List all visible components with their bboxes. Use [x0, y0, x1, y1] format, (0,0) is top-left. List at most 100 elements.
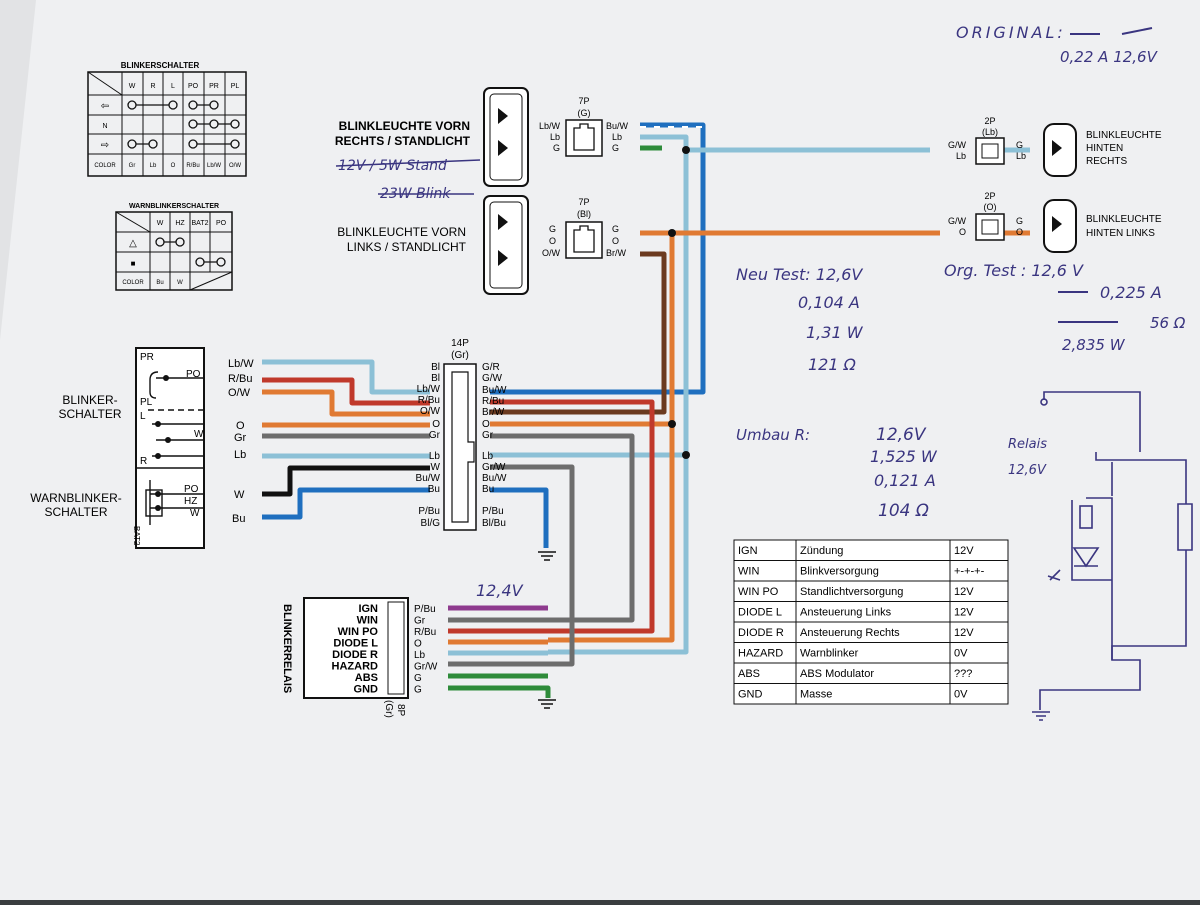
- connector-color: (Bl): [577, 209, 591, 219]
- color-lb: Lb: [150, 163, 157, 169]
- relay-label: BLINKERRELAIS: [281, 604, 293, 693]
- blinkerschalter-table: BLINKERSCHALTER W R L PO PR PL ⇦ N ⇨ COL…: [87, 61, 247, 177]
- pin-table-desc: Standlichtversorgung: [800, 586, 903, 598]
- header-po: PO: [216, 220, 227, 227]
- pin-label: Lb: [429, 451, 441, 462]
- wire-gr-w: [520, 464, 575, 667]
- pin-label: Bu: [482, 484, 494, 495]
- pin-table-value: 0V: [954, 648, 968, 660]
- connector-id: 7P: [578, 96, 589, 106]
- pin-table-desc: Ansteuerung Rechts: [800, 627, 900, 639]
- front-left-lamp: BLINKLEUCHTE VORN LINKS / STANDLICHT: [337, 195, 529, 295]
- wire-label: G: [414, 685, 422, 696]
- lamp-label: BLINKLEUCHTE VORN: [337, 225, 466, 239]
- pin-table-desc: Blinkversorgung: [800, 566, 879, 578]
- pin-label: G: [549, 224, 556, 234]
- pin-table-pin: DIODE L: [738, 607, 782, 619]
- note-org-test: 0,225 A: [1100, 283, 1162, 302]
- wire-label: Gr/W: [414, 662, 438, 673]
- wire-label: O: [414, 639, 422, 650]
- pin-table-pin: ABS: [738, 668, 760, 680]
- pin-label: O/W: [542, 248, 561, 258]
- switch-state-dots: [127, 100, 240, 149]
- relay-pin-label: HAZARD: [332, 661, 378, 673]
- wire-label: Lb: [414, 650, 426, 661]
- pin-table-pin: IGN: [738, 545, 758, 557]
- header-po: PO: [188, 83, 199, 90]
- pin-label: G/R: [482, 362, 500, 373]
- pin-table-desc: Ansteuerung Links: [800, 607, 892, 619]
- note-org-test: 56 Ω: [1150, 314, 1186, 332]
- wire-label: Gr: [414, 616, 426, 627]
- pin-table-value: 12V: [954, 586, 974, 598]
- lamp-label: RECHTS: [1086, 156, 1127, 167]
- paper-shadow: [0, 0, 36, 340]
- pin-label: Bu/W: [482, 385, 507, 396]
- connector-id: 2P: [984, 191, 995, 201]
- note-org-test: 2,835 W: [1062, 336, 1126, 354]
- note-relais: Relais: [1008, 437, 1047, 452]
- pin-label: Br/W: [482, 407, 505, 418]
- contact-label: W: [190, 508, 200, 519]
- color-ow: O/W: [229, 163, 241, 169]
- pin-label: Bu/W: [416, 473, 441, 484]
- wire-lb: [520, 134, 689, 458]
- relay-pin-label: ABS: [355, 672, 378, 684]
- row-neutral: N: [102, 123, 107, 130]
- ground-symbol: [538, 551, 556, 709]
- connector-color: (Lb): [982, 127, 998, 137]
- note-umbau: Umbau R:: [736, 426, 810, 444]
- front-right-lamp: BLINKLEUCHTE VORN RECHTS / STANDLICHT 12…: [335, 87, 529, 202]
- relay-pin-label: GND: [354, 684, 379, 696]
- pin-label: G: [1016, 216, 1023, 226]
- wire-r-bu: [520, 399, 655, 634]
- connector-id: 7P: [578, 197, 589, 207]
- contact-label: PL: [140, 397, 153, 408]
- relay-pin-label: WIN: [357, 615, 378, 627]
- note-original: 0,22 A 12,6V: [1060, 48, 1159, 66]
- row-left-arrow: ⇦: [101, 101, 109, 112]
- connector-id: 14P: [451, 338, 469, 349]
- junction-dots: [668, 146, 690, 459]
- contact-label: PO: [186, 369, 201, 380]
- rear-left-lamp: 2P (O) G/W O G O BLINKLEUCHTE HINTEN LIN…: [948, 191, 1162, 253]
- note-neu-test: 0,104 A: [798, 293, 860, 312]
- pin-table-value: ???: [954, 668, 972, 680]
- pin-table-desc: Masse: [800, 689, 832, 701]
- pin-label: P/Bu: [482, 506, 504, 517]
- note-neu-test: 121 Ω: [808, 355, 857, 374]
- row-hazard-on: △: [129, 238, 137, 249]
- pin-label: O: [1016, 227, 1023, 237]
- blinker-switch-block: PR PO PL L W R PO HZ W BAT2: [30, 347, 254, 549]
- pin-label: O: [482, 419, 490, 430]
- pin-label: O: [549, 236, 556, 246]
- pin-label: Bu: [428, 484, 440, 495]
- pin-label: Gr: [429, 430, 441, 441]
- pin-label: Lb: [1016, 151, 1026, 161]
- switch-label: BLINKER-: [62, 393, 117, 407]
- pin-label: Bl/G: [421, 518, 441, 529]
- note-org-test: Org. Test : 12,6 V: [944, 261, 1084, 280]
- pin-label: G/W: [948, 140, 967, 150]
- pin-table-pin: WIN PO: [738, 586, 779, 598]
- header-pl: PL: [231, 83, 240, 90]
- lamp-label: BLINKLEUCHTE: [1086, 214, 1162, 225]
- pin-label: Gr: [482, 430, 494, 441]
- relay-pin-label: DIODE L: [333, 638, 378, 650]
- color-o: O: [171, 163, 176, 169]
- pin-label: O: [612, 236, 619, 246]
- relay-pin-label: DIODE R: [332, 649, 378, 661]
- rear-right-lamp: 2P (Lb) G/W Lb G Lb BLINKLEUCHTE HINTEN …: [948, 116, 1162, 177]
- pin-label: Bl/Bu: [482, 518, 506, 529]
- pin-label: G: [612, 224, 619, 234]
- connector-color: (Gr): [451, 350, 469, 361]
- pin-table-value: 12V: [954, 607, 974, 619]
- relay-pin-label: WIN PO: [338, 626, 379, 638]
- switch-label: SCHALTER: [44, 505, 107, 519]
- row-right-arrow: ⇨: [101, 140, 109, 151]
- pin-label: Bu/W: [482, 473, 507, 484]
- pin-label: G/W: [482, 373, 503, 384]
- pin-label: R/Bu: [482, 396, 504, 407]
- handwritten-note: 12,4V: [476, 581, 524, 600]
- connector-color: (G): [578, 108, 591, 118]
